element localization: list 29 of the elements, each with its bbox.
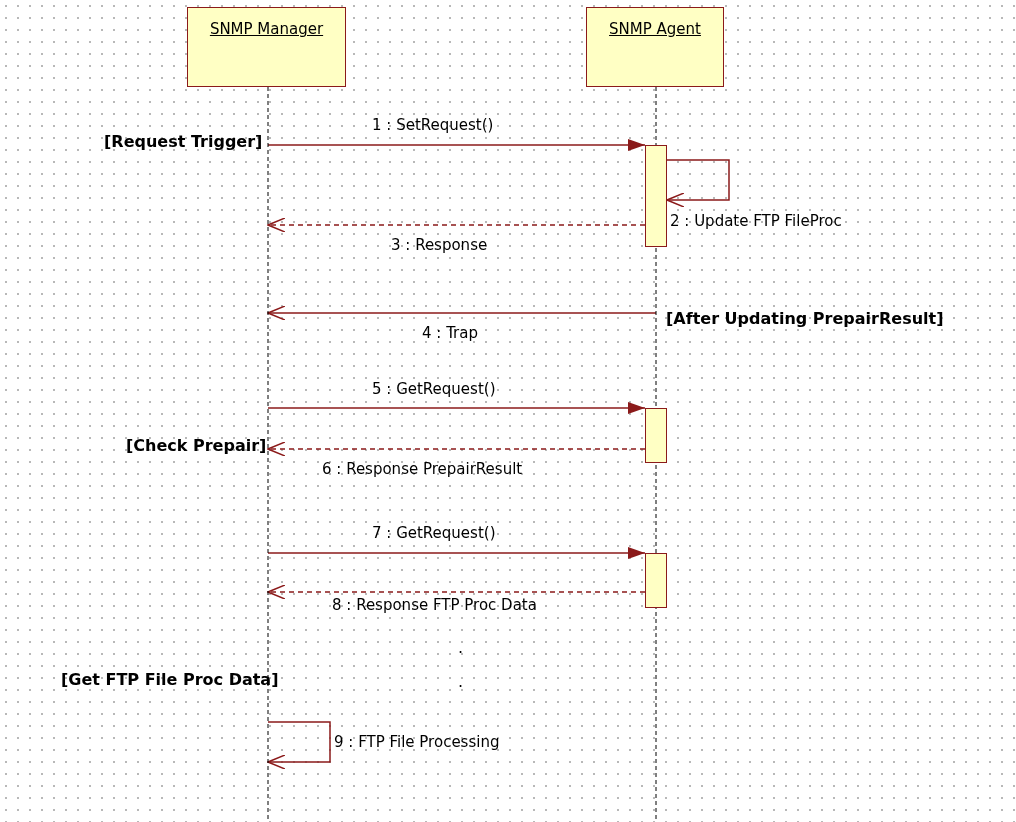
self-message-arrow bbox=[666, 159, 730, 208]
guard-condition: [Check Prepair] bbox=[126, 436, 267, 455]
activation-bar bbox=[645, 553, 667, 608]
message-label: 6 : Response PrepairResult bbox=[322, 460, 523, 478]
participant-name: SNMP Manager bbox=[208, 20, 325, 38]
message-label: 3 : Response bbox=[391, 236, 488, 254]
message-label: 2 : Update FTP FileProc bbox=[670, 212, 842, 230]
message-label: 4 : Trap bbox=[422, 324, 478, 342]
return-arrow bbox=[267, 217, 646, 233]
participant-name: SNMP Agent bbox=[608, 20, 702, 38]
activation-bar bbox=[645, 408, 667, 463]
message-label: 8 : Response FTP Proc Data bbox=[332, 596, 537, 614]
message-arrow bbox=[267, 139, 646, 151]
message-label: 5 : GetRequest() bbox=[372, 380, 496, 398]
message-arrow bbox=[267, 402, 646, 414]
return-arrow bbox=[267, 441, 646, 457]
guard-condition: [Request Trigger] bbox=[104, 132, 263, 151]
message-label: 1 : SetRequest() bbox=[372, 116, 494, 134]
activation-bar bbox=[645, 145, 667, 247]
self-message-arrow bbox=[267, 721, 331, 770]
ellipsis-dot: . bbox=[458, 638, 464, 657]
ellipsis-dot: . bbox=[458, 672, 464, 691]
guard-condition: [After Updating PrepairResult] bbox=[666, 309, 944, 328]
message-label: 7 : GetRequest() bbox=[372, 524, 496, 542]
message-arrow bbox=[267, 305, 657, 321]
message-arrow bbox=[267, 547, 646, 559]
return-arrow bbox=[267, 584, 646, 600]
guard-condition: [Get FTP File Proc Data] bbox=[61, 670, 279, 689]
message-label: 9 : FTP File Processing bbox=[334, 733, 500, 751]
